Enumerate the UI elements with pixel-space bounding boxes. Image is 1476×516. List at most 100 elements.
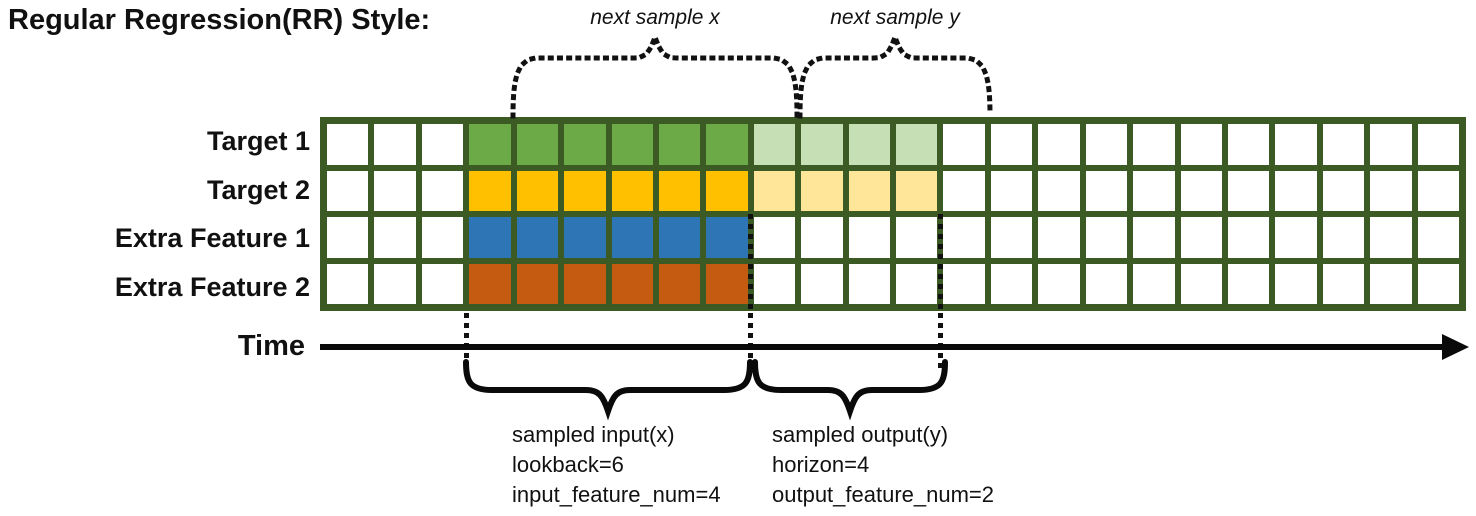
grid-cell bbox=[1085, 124, 1128, 165]
grid-cell bbox=[564, 170, 606, 211]
grid bbox=[320, 117, 1466, 311]
grid-cell bbox=[516, 217, 559, 258]
grid-cell bbox=[990, 217, 1033, 258]
grid-cell bbox=[1085, 263, 1128, 304]
grid-cell bbox=[1275, 217, 1317, 258]
next-sample-x-brace-icon bbox=[510, 29, 800, 119]
sampled-input-title: sampled input(x) bbox=[512, 422, 675, 447]
grid-cell bbox=[706, 263, 748, 304]
grid-cell bbox=[327, 124, 369, 165]
grid-cell bbox=[469, 170, 511, 211]
grid-cell bbox=[611, 124, 653, 165]
grid-cell bbox=[1275, 124, 1317, 165]
grid-cell bbox=[658, 170, 701, 211]
grid-cell bbox=[1322, 124, 1365, 165]
time-axis-label: Time bbox=[237, 330, 305, 362]
row-label-extra-feature-1: Extra Feature 1 bbox=[114, 223, 310, 253]
grid-cell bbox=[469, 217, 511, 258]
grid-cell bbox=[327, 217, 369, 258]
grid-cell bbox=[1038, 124, 1080, 165]
grid-cell bbox=[1227, 263, 1270, 304]
grid-cell bbox=[801, 170, 843, 211]
grid-cell bbox=[1370, 124, 1412, 165]
grid-cell bbox=[564, 263, 606, 304]
grid-cell bbox=[327, 170, 369, 211]
grid-cell bbox=[896, 217, 938, 258]
output-end-boundary-dotted-line-grid bbox=[938, 214, 943, 311]
grid-cell bbox=[706, 170, 748, 211]
row-label-target-2: Target 2 bbox=[206, 174, 310, 205]
grid-cell bbox=[516, 170, 559, 211]
grid-cell bbox=[753, 170, 796, 211]
grid-cell bbox=[421, 170, 464, 211]
grid-cell bbox=[516, 124, 559, 165]
grid-cell bbox=[421, 263, 464, 304]
grid-cell bbox=[1417, 263, 1459, 304]
time-axis-arrowhead-icon bbox=[1442, 334, 1469, 360]
grid-cell bbox=[1133, 217, 1175, 258]
horizon-value: horizon=4 bbox=[772, 452, 870, 477]
grid-cell bbox=[611, 170, 653, 211]
sampled-input-info: sampled input(x) lookback=6 input_featur… bbox=[512, 420, 721, 510]
input-output-boundary-dotted-line-grid bbox=[748, 214, 753, 311]
next-sample-y-label: next sample y bbox=[830, 6, 960, 29]
grid-cell bbox=[848, 124, 890, 165]
grid-cell bbox=[421, 124, 464, 165]
grid-cell bbox=[896, 170, 938, 211]
grid-cell bbox=[1322, 170, 1365, 211]
grid-cell bbox=[1227, 170, 1270, 211]
time-axis-line bbox=[320, 344, 1448, 350]
grid-cell bbox=[801, 217, 843, 258]
input-feature-num-value: input_feature_num=4 bbox=[512, 482, 721, 507]
grid-cell bbox=[1180, 217, 1222, 258]
grid-cell bbox=[374, 217, 416, 258]
grid-cell bbox=[658, 263, 701, 304]
grid-cell bbox=[374, 124, 416, 165]
grid-cell bbox=[990, 170, 1033, 211]
grid-cell bbox=[753, 124, 796, 165]
grid-cell bbox=[421, 217, 464, 258]
grid-cell bbox=[848, 263, 890, 304]
grid-cell bbox=[658, 124, 701, 165]
row-label-target-1: Target 1 bbox=[206, 126, 310, 156]
grid-cell bbox=[990, 124, 1033, 165]
grid-cell bbox=[1038, 263, 1080, 304]
grid-cell bbox=[753, 263, 796, 304]
grid-cell bbox=[896, 124, 938, 165]
grid-cell bbox=[374, 170, 416, 211]
input-start-dotted-line bbox=[464, 313, 469, 373]
diagram-title: Regular Regression(RR) Style: bbox=[8, 4, 431, 36]
grid-cell bbox=[943, 263, 985, 304]
grid-cell bbox=[1227, 124, 1270, 165]
grid-cell bbox=[1085, 170, 1128, 211]
input-output-dotted-line bbox=[748, 313, 753, 373]
grid-cell bbox=[848, 170, 890, 211]
grid-cell bbox=[1038, 170, 1080, 211]
grid-cell bbox=[1275, 263, 1317, 304]
grid-cell bbox=[1180, 263, 1222, 304]
grid-cell bbox=[564, 217, 606, 258]
grid-cell bbox=[1038, 217, 1080, 258]
grid-cell bbox=[1370, 170, 1412, 211]
next-sample-x-label: next sample x bbox=[590, 6, 720, 29]
grid-cell bbox=[1133, 263, 1175, 304]
grid-cell bbox=[1417, 217, 1459, 258]
grid-cell bbox=[1322, 263, 1365, 304]
grid-cell bbox=[943, 124, 985, 165]
grid-cell bbox=[327, 263, 369, 304]
grid-cell bbox=[801, 124, 843, 165]
next-sample-y-brace-icon bbox=[797, 29, 993, 119]
grid-cell bbox=[1133, 124, 1175, 165]
grid-cell bbox=[1417, 170, 1459, 211]
grid-cell bbox=[896, 263, 938, 304]
grid-cell bbox=[564, 124, 606, 165]
grid-cell bbox=[943, 170, 985, 211]
sampled-input-brace-icon bbox=[463, 359, 753, 421]
grid-cell bbox=[658, 217, 701, 258]
grid-cell bbox=[516, 263, 559, 304]
grid-cell bbox=[1275, 170, 1317, 211]
grid-cell bbox=[374, 263, 416, 304]
grid-cell bbox=[706, 124, 748, 165]
lookback-value: lookback=6 bbox=[512, 452, 624, 477]
grid-cell bbox=[1370, 263, 1412, 304]
